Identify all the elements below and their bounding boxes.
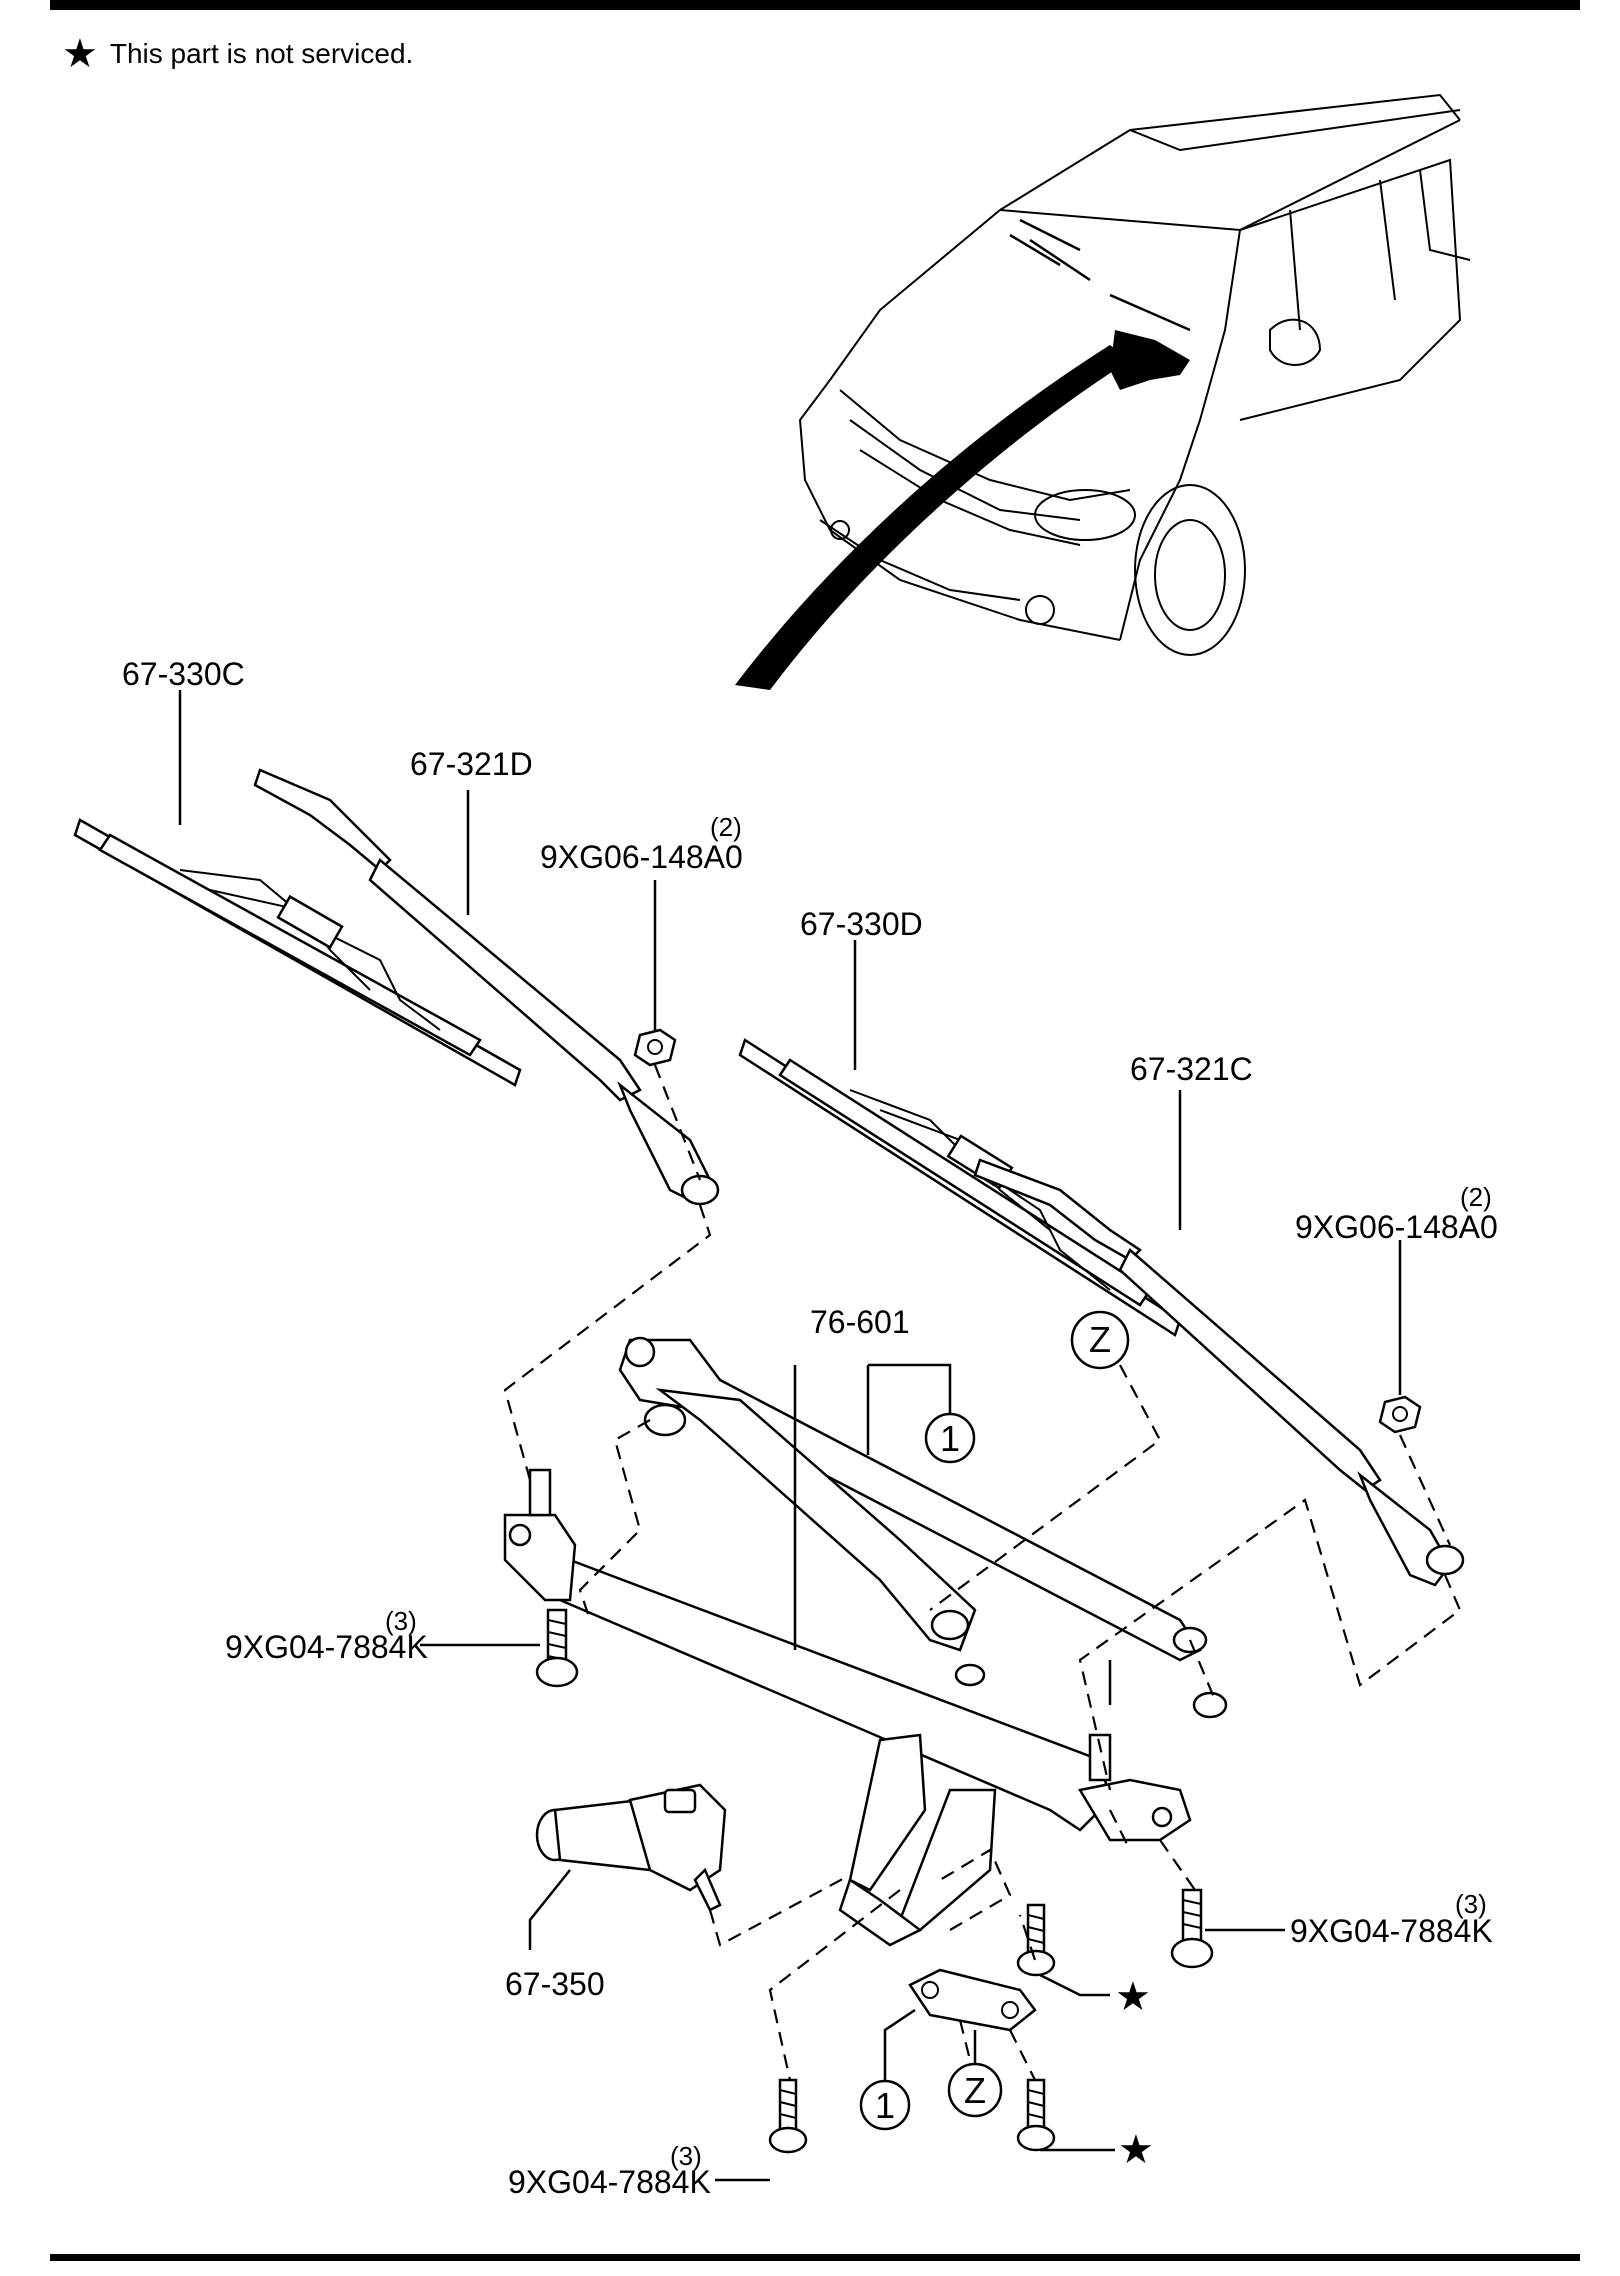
label-nut-right-qty: (2)	[1460, 1182, 1492, 1212]
label-9XG04-7884K-left: 9XG04-7884K	[225, 1629, 428, 1665]
label-nut-left-qty: (2)	[710, 812, 742, 842]
label-67-321C: 67-321C	[1130, 1051, 1253, 1087]
star-icon: ★	[1115, 1975, 1151, 2019]
star-icon: ★	[62, 32, 98, 76]
label-67-330D: 67-330D	[800, 906, 923, 942]
nut-left	[633, 1028, 677, 1067]
leader-lines	[178, 690, 1402, 2182]
label-67-330C: 67-330C	[122, 656, 245, 692]
label-67-350: 67-350	[505, 1966, 605, 2002]
label-67-321D: 67-321D	[410, 746, 533, 782]
label-76-601: 76-601	[810, 1304, 910, 1340]
wiper-motor	[535, 1783, 727, 1912]
bottom-rule	[50, 2254, 1580, 2261]
wiper-arm-right	[973, 1158, 1465, 1587]
top-rule	[50, 0, 1580, 10]
label-9XG04-7884K-right: 9XG04-7884K	[1290, 1913, 1493, 1949]
label-bolt-right-qty: (3)	[1455, 1889, 1487, 1919]
bolt-bottom	[768, 2078, 808, 2154]
wiper-blade-left	[73, 818, 522, 1087]
label-bolt-left-qty: (3)	[385, 1606, 417, 1636]
label-9XG06-148A0-right: 9XG06-148A0	[1295, 1209, 1498, 1245]
bracket-plate	[908, 1968, 1037, 2032]
callout-1-upper: 1	[924, 1412, 976, 1464]
callout-z-upper-text: Z	[1089, 1319, 1111, 1360]
bolt-star-lower	[1016, 2078, 1056, 2152]
bolt-star-upper	[1016, 1903, 1056, 1977]
bolt-right	[1170, 1888, 1214, 1969]
label-bolt-bottom-qty: (3)	[670, 2141, 702, 2171]
assembly-lines	[503, 1064, 1462, 2081]
callout-z-lower: Z	[947, 2062, 1003, 2118]
legend-note: ★ This part is not serviced.	[62, 34, 413, 74]
wiper-arm-left	[253, 768, 720, 1206]
label-9XG04-7884K-bottom: 9XG04-7884K	[508, 2164, 711, 2200]
callout-z-lower-text: Z	[964, 2070, 986, 2111]
callout-1-lower-text: 1	[875, 2085, 895, 2126]
callout-1-upper-text: 1	[940, 1418, 960, 1459]
wiper-frame	[503, 1468, 1192, 1947]
callout-z-upper: Z	[1070, 1310, 1130, 1370]
nut-right	[1378, 1395, 1422, 1434]
wiper-linkage	[618, 1336, 1228, 1719]
star-icon: ★	[1118, 2128, 1154, 2172]
bolt-left	[535, 1608, 579, 1688]
callout-1-lower: 1	[859, 2079, 911, 2131]
vehicle-illustration	[735, 93, 1471, 690]
label-9XG06-148A0-left: 9XG06-148A0	[540, 839, 743, 875]
wiper-blade-right	[738, 1038, 1182, 1337]
legend-text: This part is not serviced.	[109, 38, 414, 69]
